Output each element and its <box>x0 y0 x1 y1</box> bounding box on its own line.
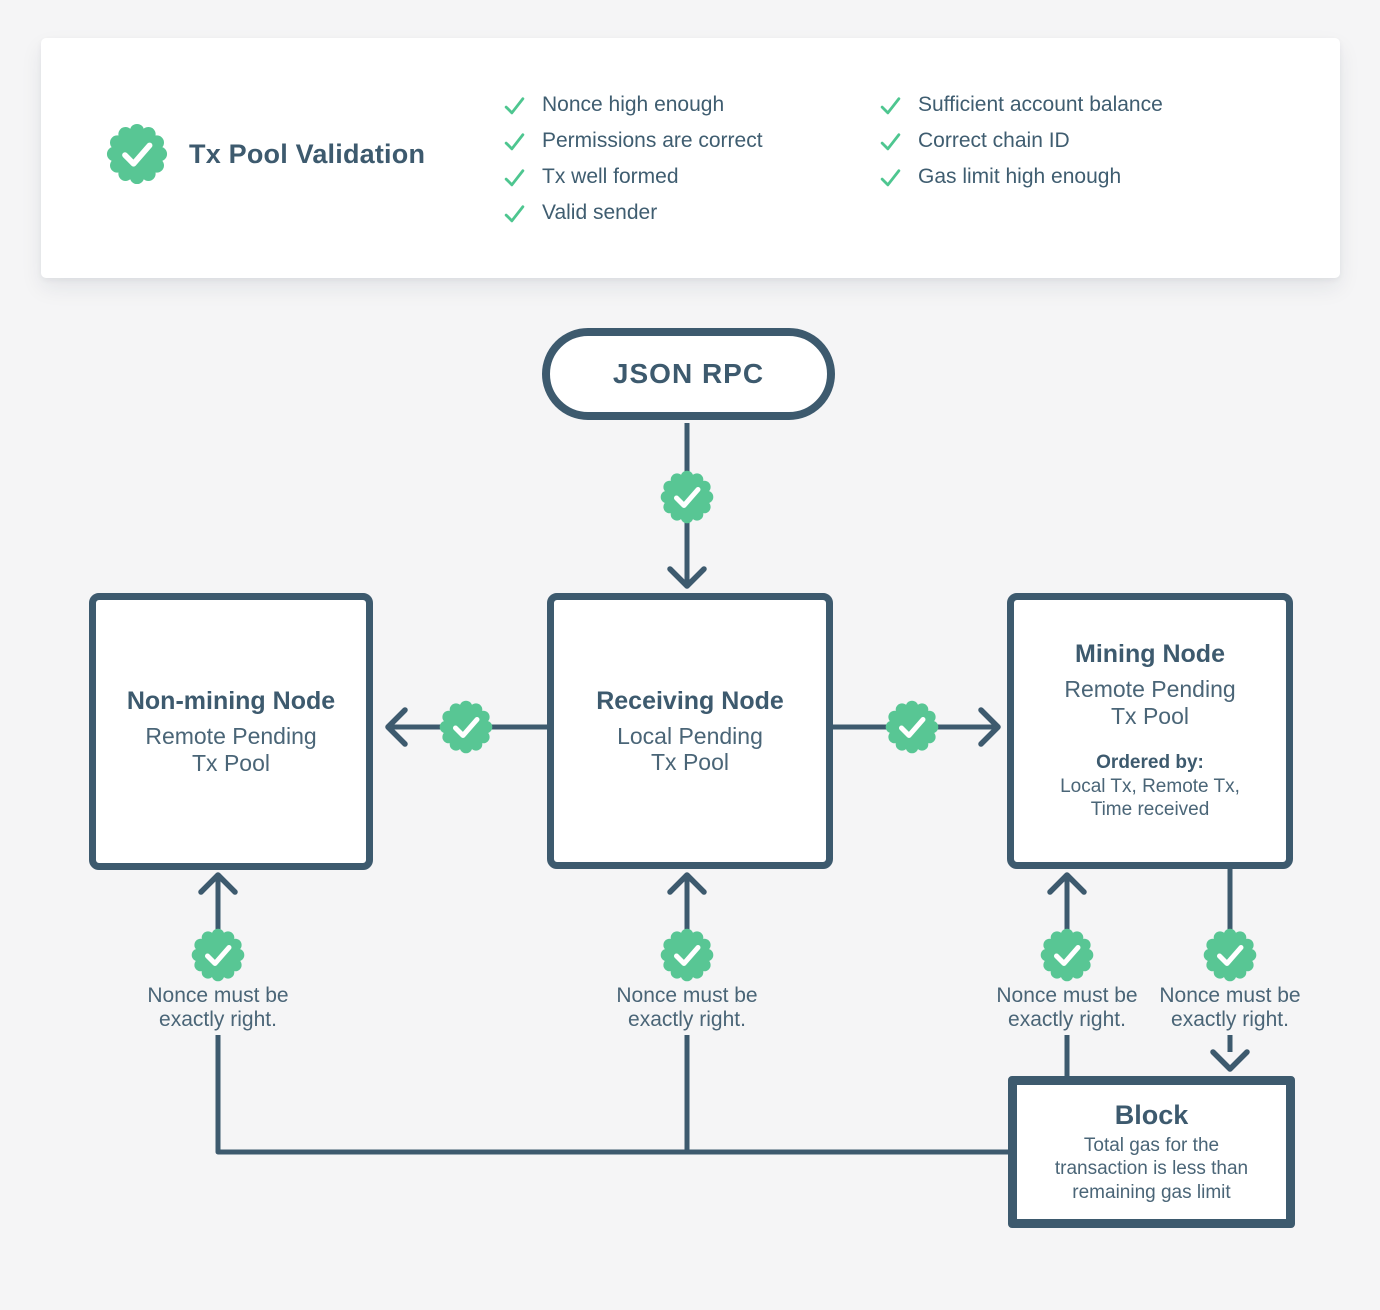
validation-card-header: Tx Pool Validation <box>105 122 425 186</box>
subtitle-line: Tx Pool <box>651 749 729 775</box>
ordered-by-label: Ordered by: <box>1096 752 1204 774</box>
receiving-node-subtitle: Local Pending Tx Pool <box>617 723 763 776</box>
nonce-note: Nonce must be exactly right. <box>98 984 338 1033</box>
json-rpc-label: JSON RPC <box>612 358 765 389</box>
check-icon <box>504 96 525 114</box>
arrowhead-right-icon <box>978 707 1001 747</box>
seal-check-icon <box>190 927 246 983</box>
nonce-note-line: exactly right. <box>1008 1008 1126 1032</box>
receiving-node-box: Receiving Node Local Pending Tx Pool <box>547 593 833 869</box>
subtitle-line: Tx Pool <box>192 749 270 776</box>
ordered-by-line: Local Tx, Remote Tx, <box>1060 776 1240 798</box>
block-node-title: Block <box>1114 1100 1189 1131</box>
nonce-note: Nonce must be exactly right. <box>1110 984 1350 1033</box>
seal-check-icon <box>105 122 169 186</box>
nonce-note-line: exactly right. <box>1171 1008 1289 1032</box>
subtitle-line: Remote Pending <box>145 723 317 750</box>
ordered-by-body: Local Tx, Remote Tx, Time received <box>1060 776 1240 822</box>
nonce-note-line: exactly right. <box>159 1008 277 1032</box>
receiving-node-title: Receiving Node <box>596 686 784 715</box>
block-body-line: transaction is less than <box>1054 1158 1249 1180</box>
checklist-item-label: Valid sender <box>542 201 658 224</box>
non-mining-node-subtitle: Remote Pending Tx Pool <box>145 723 316 776</box>
arrowhead-up-icon <box>667 872 707 895</box>
json-rpc-node: JSON RPC <box>542 328 835 420</box>
ordered-by-line: Time received <box>1090 798 1210 820</box>
mining-node-ordered-by: Ordered by: Local Tx, Remote Tx, Time re… <box>1060 752 1240 822</box>
arrowhead-down-icon <box>1210 1049 1250 1072</box>
checklist-item-label: Permissions are correct <box>542 129 763 152</box>
checklist-item: Valid sender <box>503 195 763 231</box>
checklist-item: Nonce high enough <box>503 87 763 123</box>
nonce-note-line: Nonce must be <box>1159 984 1301 1007</box>
check-icon <box>880 96 901 114</box>
connector-bottom-left-to-block <box>215 1035 1012 1155</box>
mining-node-subtitle: Remote Pending Tx Pool <box>1064 676 1235 729</box>
check-icon <box>880 168 901 186</box>
nonce-note-line: Nonce must be <box>616 984 758 1007</box>
checklist-item-label: Sufficient account balance <box>918 93 1163 116</box>
checklist-item-label: Nonce high enough <box>542 93 725 116</box>
checklist-item: Correct chain ID <box>879 123 1163 159</box>
nonce-note: Nonce must be exactly right. <box>567 984 807 1033</box>
checklist-item-label: Tx well formed <box>542 165 679 188</box>
arrowhead-down-icon <box>667 566 707 589</box>
check-icon <box>504 168 525 186</box>
nonce-note-line: exactly right. <box>628 1008 746 1032</box>
validation-checklist-column-1: Nonce high enough Permissions are correc… <box>503 87 763 231</box>
validation-card-title: Tx Pool Validation <box>189 138 426 169</box>
validation-checklist-column-2: Sufficient account balance Correct chain… <box>879 87 1163 195</box>
check-icon <box>880 132 901 150</box>
nonce-note-line: Nonce must be <box>147 984 289 1007</box>
checklist-item: Gas limit high enough <box>879 159 1163 195</box>
checklist-item: Sufficient account balance <box>879 87 1163 123</box>
subtitle-line: Local Pending <box>617 722 763 749</box>
nonce-note-line: Nonce must be <box>996 984 1138 1007</box>
checklist-item-label: Gas limit high enough <box>918 165 1122 188</box>
arrowhead-left-icon <box>385 707 408 747</box>
arrowhead-up-icon <box>1047 872 1087 895</box>
checklist-item: Permissions are correct <box>503 123 763 159</box>
seal-check-icon <box>438 699 494 755</box>
seal-check-icon <box>1039 927 1095 983</box>
subtitle-line: Remote Pending <box>1064 676 1236 703</box>
block-node-box: Block Total gas for the transaction is l… <box>1008 1076 1295 1228</box>
nonce-note: Nonce must be exactly right. <box>947 984 1187 1033</box>
block-body-line: Total gas for the <box>1083 1135 1220 1157</box>
seal-check-icon <box>659 927 715 983</box>
subtitle-line: Tx Pool <box>1111 702 1189 729</box>
non-mining-node-box: Non-mining Node Remote Pending Tx Pool <box>89 593 373 870</box>
seal-check-icon <box>659 469 715 525</box>
check-icon <box>504 204 525 222</box>
validation-card: Tx Pool Validation Nonce high enough Per… <box>41 38 1340 278</box>
block-body-line: remaining gas limit <box>1072 1181 1231 1203</box>
mining-node-title: Mining Node <box>1075 640 1225 669</box>
check-icon <box>504 132 525 150</box>
arrowhead-up-icon <box>198 872 238 895</box>
block-node-body: Total gas for the transaction is less th… <box>1055 1134 1248 1204</box>
mining-node-box: Mining Node Remote Pending Tx Pool Order… <box>1007 593 1293 869</box>
seal-check-icon <box>1202 927 1258 983</box>
seal-check-icon <box>884 699 940 755</box>
checklist-item: Tx well formed <box>503 159 763 195</box>
non-mining-node-title: Non-mining Node <box>126 687 336 716</box>
checklist-item-label: Correct chain ID <box>918 129 1070 152</box>
